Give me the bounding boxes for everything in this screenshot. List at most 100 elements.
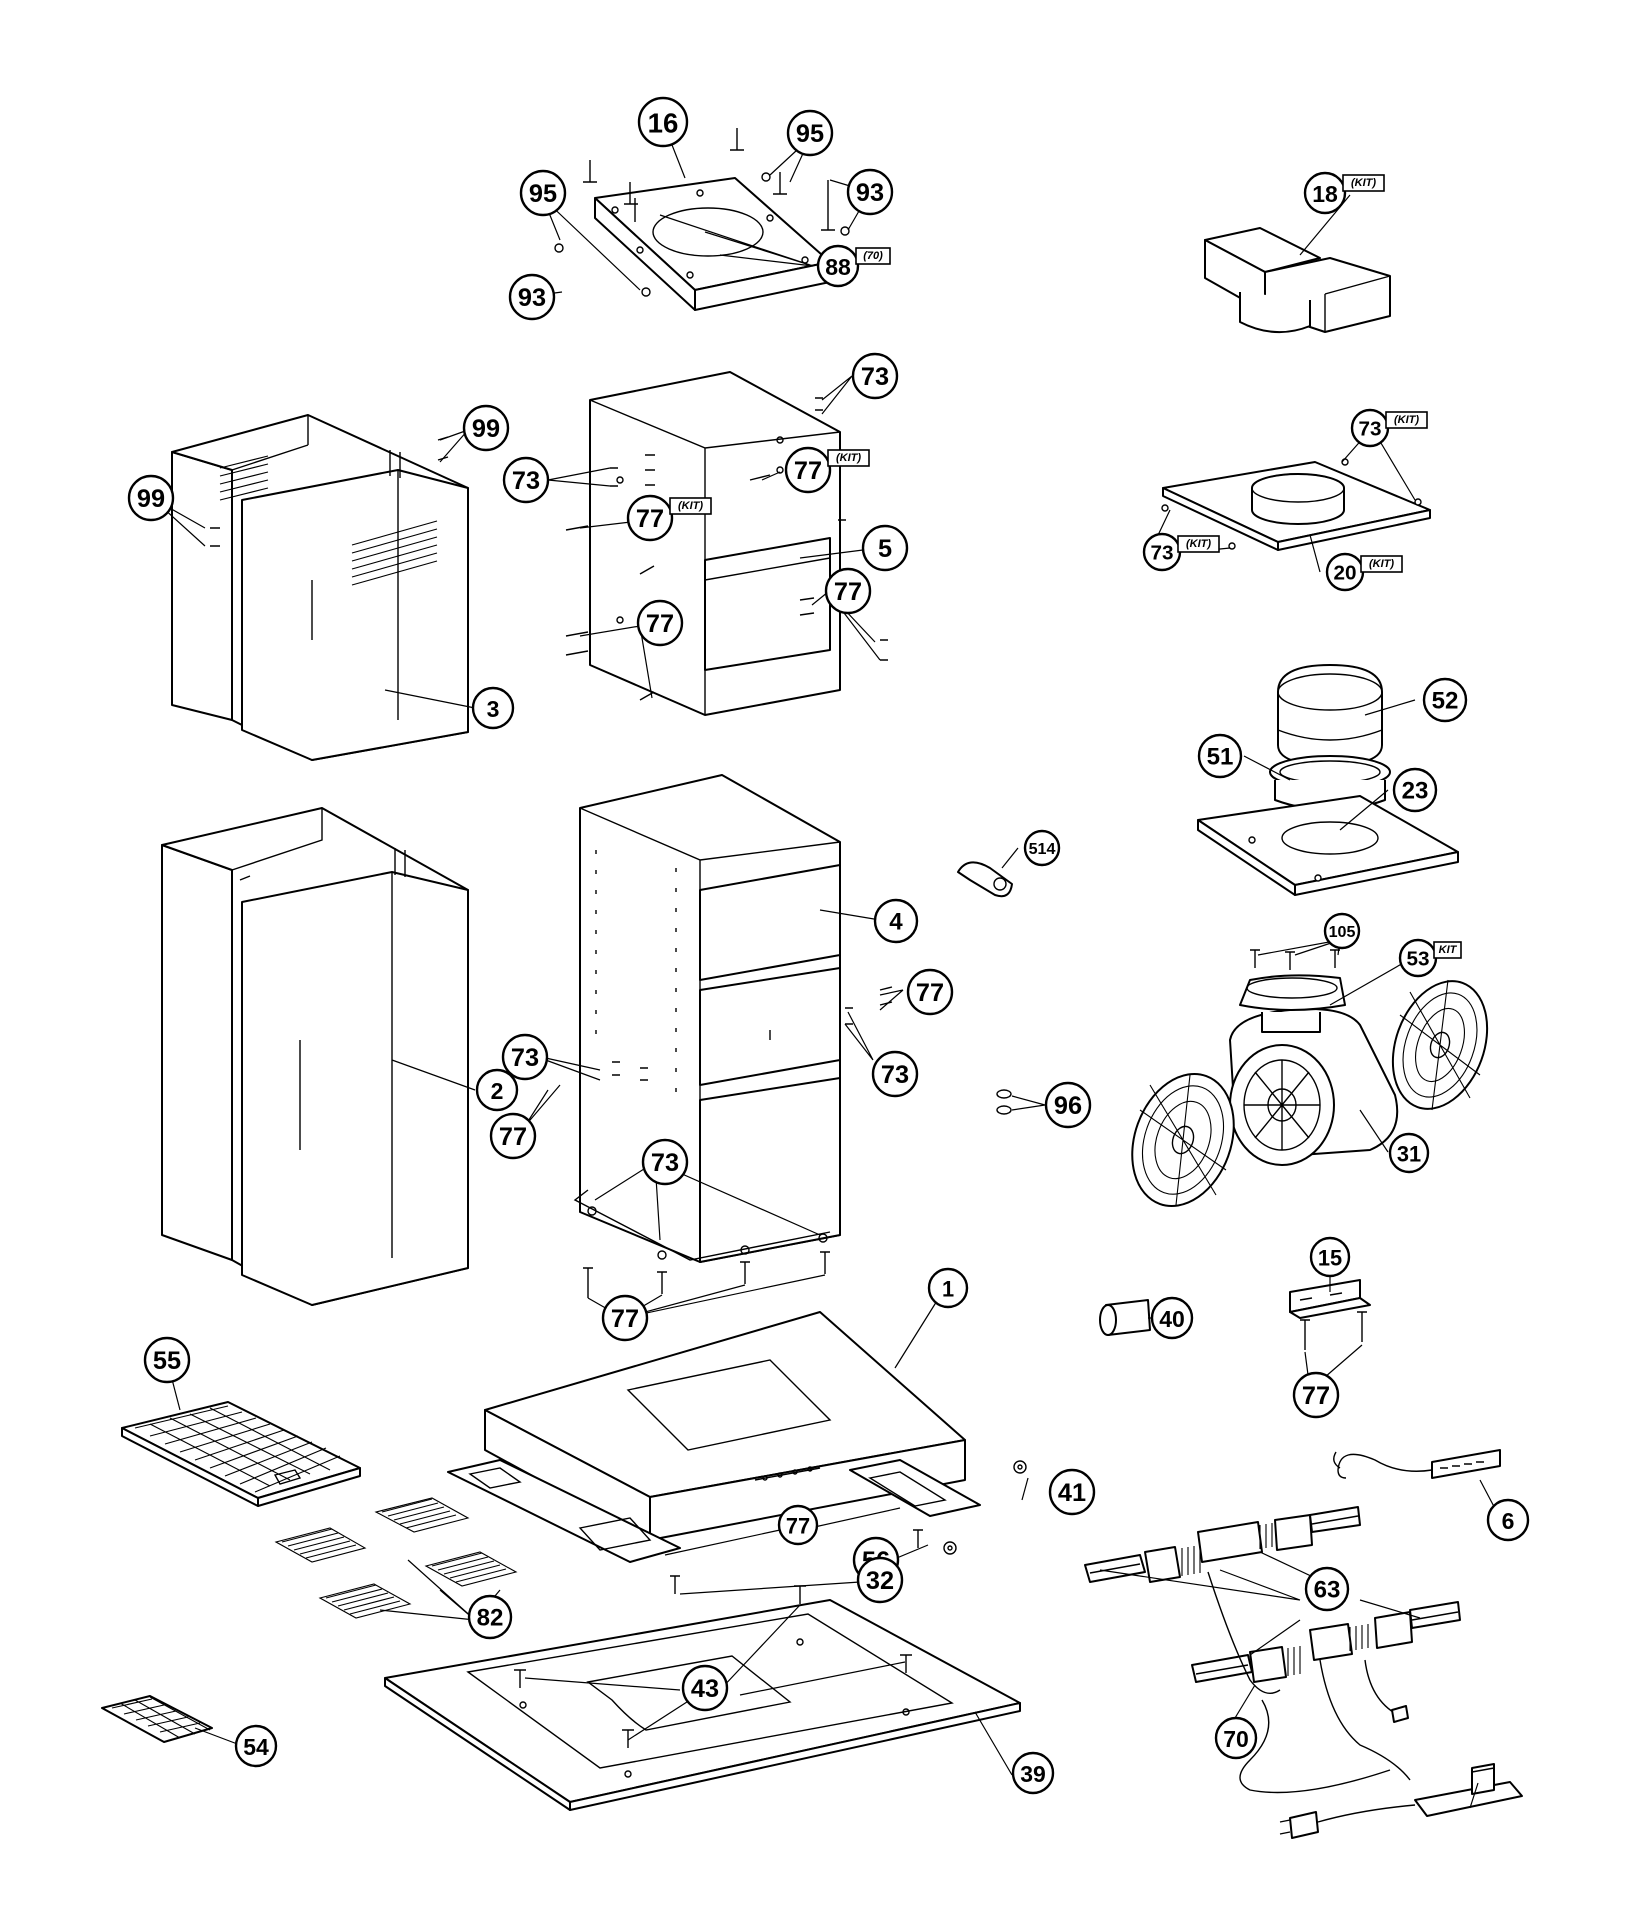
- callout-circle: [519, 169, 567, 217]
- callout-number: 77: [1302, 1382, 1330, 1410]
- part-31-blower-motor: [1229, 974, 1399, 1166]
- callout-number: 16: [648, 108, 679, 139]
- callout-circle: [1309, 1236, 1351, 1278]
- callout-number: 54: [243, 1734, 269, 1760]
- callout-95: 95: [519, 169, 567, 217]
- callout-suffix-box: [669, 497, 712, 515]
- callout-number: 73: [512, 467, 540, 495]
- part-5-upper-frame: [565, 371, 888, 716]
- callout-77: 77: [636, 599, 684, 647]
- callout-number: 77: [499, 1123, 527, 1151]
- callout-77: 77: [601, 1294, 649, 1342]
- callout-82: 82: [467, 1594, 513, 1640]
- callout-circle: [508, 273, 556, 321]
- part-53-carbon-filter-right: [1391, 979, 1489, 1111]
- callout-4: 4: [873, 898, 919, 944]
- callout-circle: [143, 1336, 191, 1384]
- callout-number: 105: [1329, 923, 1356, 941]
- callout-88: 88(70): [816, 244, 891, 288]
- callout-41: 41: [1048, 1468, 1096, 1516]
- callout-1: 1: [927, 1267, 969, 1309]
- callout-77: 77(KIT): [784, 446, 870, 494]
- callout-number: 40: [1159, 1306, 1185, 1332]
- callout-20: 20(KIT): [1325, 552, 1403, 592]
- callout-suffix-box: [1433, 941, 1462, 959]
- callout-73: 73: [851, 352, 899, 400]
- callout-105: 105: [1323, 912, 1361, 950]
- callout-96: 96: [1044, 1081, 1092, 1129]
- callout-number: 82: [477, 1605, 504, 1632]
- callout-circle: [1292, 1371, 1340, 1419]
- part-39-transformer-board: [1279, 1763, 1523, 1839]
- callout-suffix: (KIT): [678, 500, 703, 512]
- callout-number: 77: [646, 610, 674, 638]
- callout-circle: [127, 474, 175, 522]
- part-77-screws-lower: [583, 1251, 923, 1594]
- callout-number: 73: [1150, 542, 1173, 565]
- callout-number: 93: [856, 179, 884, 207]
- callout-circle: [1048, 1468, 1096, 1516]
- callout-circle: [1303, 171, 1347, 215]
- callout-number: 95: [796, 120, 824, 148]
- callout-number: 70: [1223, 1726, 1249, 1752]
- callout-32: 32: [856, 1556, 904, 1604]
- callout-93: 93: [508, 273, 556, 321]
- callout-circle: [501, 1033, 549, 1081]
- callout-number: 77: [916, 979, 944, 1007]
- callout-number: 55: [153, 1347, 181, 1375]
- part-1-hood-body: [484, 1311, 966, 1541]
- callout-suffix-box: [1342, 174, 1385, 192]
- part-2-lower-cover: [161, 807, 469, 1306]
- part-23-mounting-plate: [1197, 795, 1459, 896]
- callout-circle: [927, 1267, 969, 1309]
- part-96-clips: [996, 1089, 1012, 1115]
- callout-circle: [637, 96, 689, 148]
- callout-number: 31: [1397, 1142, 1421, 1167]
- part-43-wiring: [1207, 1571, 1411, 1794]
- callout-2: 2: [475, 1068, 519, 1112]
- callout-number: 77: [611, 1305, 639, 1333]
- callout-suffix-box: [855, 247, 891, 265]
- callout-circle: [681, 1664, 729, 1712]
- part-514-cable-clip: [957, 861, 1013, 898]
- callout-73: 73(KIT): [1350, 408, 1428, 448]
- callout-number: 52: [1432, 688, 1459, 715]
- callout-suffix: (70): [863, 250, 883, 262]
- callout-circle: [601, 1294, 649, 1342]
- callout-52: 52: [1422, 677, 1468, 723]
- part-18-duct-adaptor: [1204, 227, 1391, 334]
- part-55-grease-filter: [121, 1401, 361, 1507]
- part-32-lamps: [1084, 1506, 1461, 1683]
- callout-circle: [502, 456, 550, 504]
- part-20-duct-plate: [1161, 458, 1431, 551]
- callout-circle: [816, 244, 860, 288]
- callout-circle: [489, 1112, 537, 1160]
- callout-number: 99: [137, 485, 165, 513]
- callout-number: 4: [889, 909, 903, 936]
- callout-suffix: (KIT): [1369, 558, 1394, 570]
- callout-circle: [234, 1724, 278, 1768]
- callout-number: 1: [942, 1277, 954, 1302]
- callout-number: 32: [866, 1567, 894, 1595]
- callout-number: 6: [1502, 1508, 1515, 1534]
- callout-6: 6: [1486, 1498, 1530, 1542]
- part-53-carbon-filter-left: [1131, 1073, 1235, 1207]
- callout-77: 77: [1292, 1371, 1340, 1419]
- callout-number: 93: [518, 284, 546, 312]
- callout-number: 99: [472, 415, 500, 443]
- callout-73: 73: [871, 1050, 919, 1098]
- callout-number: 53: [1406, 948, 1429, 971]
- callout-circle: [1023, 829, 1061, 867]
- callout-number: 5: [878, 535, 892, 563]
- callout-circle: [851, 352, 899, 400]
- callout-39: 39: [1011, 1751, 1055, 1795]
- callout-514: 514: [1023, 829, 1061, 867]
- callout-number: 514: [1029, 840, 1056, 858]
- callout-suffix: (KIT): [1394, 414, 1419, 426]
- callout-99: 99: [127, 474, 175, 522]
- callout-99: 99: [462, 404, 510, 452]
- callout-43: 43: [681, 1664, 729, 1712]
- callout-number: 2: [491, 1078, 504, 1104]
